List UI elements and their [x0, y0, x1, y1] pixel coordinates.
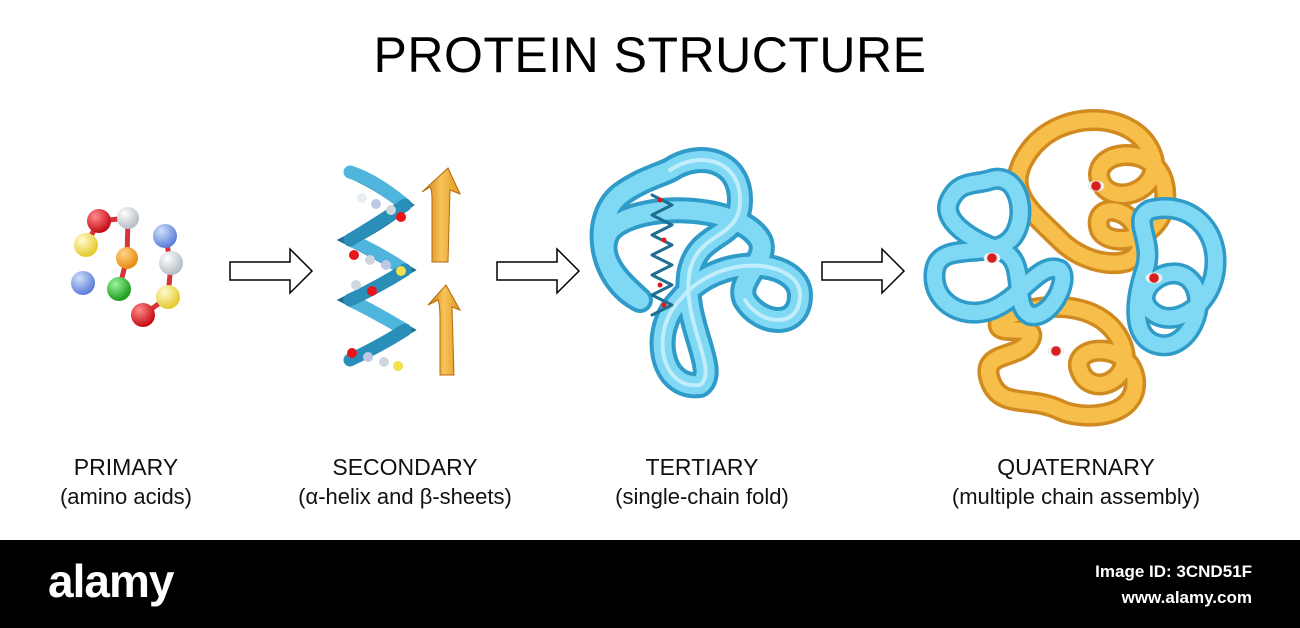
stage-name: QUATERNARY: [997, 454, 1155, 480]
amino-acid-yellow: [156, 285, 180, 309]
stage-name: SECONDARY: [332, 454, 478, 480]
quaternary-assembly-illustration: [923, 109, 1227, 427]
amino-acid-red: [87, 209, 111, 233]
process-arrows: [229, 247, 906, 295]
helix-residues: [347, 193, 406, 371]
amino-acid-red: [131, 303, 155, 327]
arrow-secondary-to-tertiary: [496, 247, 581, 295]
primary-amino-acids-illustration: [71, 207, 183, 327]
diagram-title: PROTEIN STRUCTURE: [373, 27, 927, 83]
stage-name: TERTIARY: [645, 454, 759, 480]
stage-caption: (single-chain fold): [615, 484, 789, 509]
orange-chain-bottom: [977, 295, 1146, 427]
stage-tertiary-label: TERTIARY (single-chain fold): [552, 452, 852, 512]
blue-chain-left: [923, 167, 1074, 327]
diagram-canvas: [71, 109, 1227, 427]
amino-acid-white: [159, 251, 183, 275]
amino-acid-white: [117, 207, 139, 229]
stage-caption: (α-helix and β-sheets): [298, 484, 512, 509]
watermark-footer: alamy Image ID: 3CND51F www.alamy.com: [0, 540, 1300, 628]
image-id-text: Image ID: 3CND51F: [1095, 562, 1252, 581]
watermark-logo: alamy: [48, 555, 174, 607]
secondary-beta-sheet-arrows: [421, 167, 462, 376]
secondary-alpha-helix: [336, 165, 417, 371]
amino-acid-yellow: [74, 233, 98, 257]
stage-caption: (multiple chain assembly): [951, 484, 1201, 509]
stage-caption: (amino acids): [59, 484, 193, 509]
amino-acid-blue: [71, 271, 95, 295]
tertiary-embedded-helix: [650, 193, 674, 317]
tertiary-fold-illustration: [589, 147, 813, 399]
stage-quaternary-label: QUATERNARY (multiple chain assembly): [926, 452, 1226, 512]
stage-secondary-label: SECONDARY (α-helix and β-sheets): [255, 452, 555, 512]
blue-chain-right: [1126, 197, 1227, 357]
arrow-tertiary-to-quaternary: [821, 247, 906, 295]
amino-acid-green: [107, 277, 131, 301]
site-url-text: www.alamy.com: [1121, 588, 1252, 607]
stage-name: PRIMARY: [73, 454, 179, 480]
amino-acid-orange: [116, 247, 138, 269]
arrow-primary-to-secondary: [229, 247, 314, 295]
amino-acid-blue: [153, 224, 177, 248]
stage-primary-label: PRIMARY (amino acids): [0, 452, 276, 512]
